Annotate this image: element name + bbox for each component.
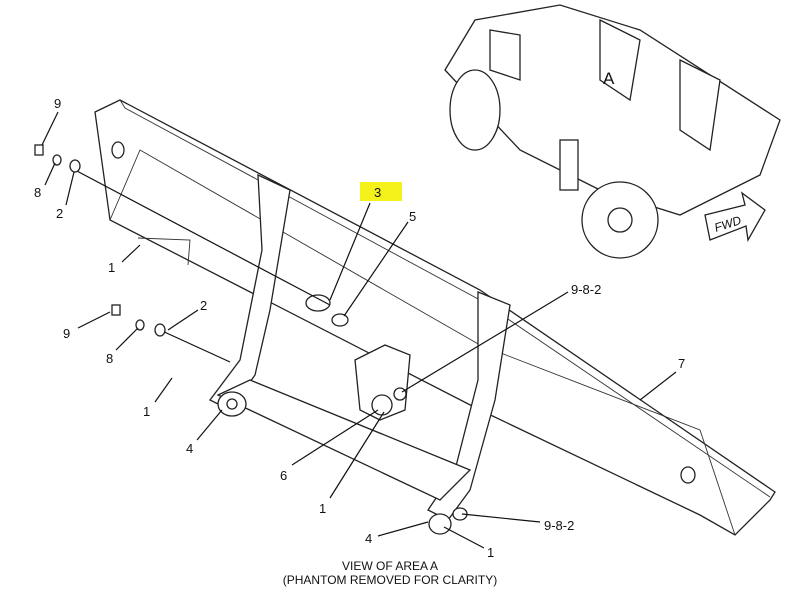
leader-lines — [41, 111, 677, 549]
callout-9: 9 — [54, 96, 61, 111]
callout-8: 8 — [34, 185, 41, 200]
callout-6: 6 — [280, 468, 287, 483]
callout-1: 1 — [143, 404, 150, 419]
callout-8: 8 — [106, 351, 113, 366]
callout-3-highlight — [360, 182, 402, 201]
callout-9-8-2: 9-8-2 — [544, 518, 574, 533]
inset-view-area-a: A FWD — [444, 4, 781, 259]
caption-line-2: (PHANTOM REMOVED FOR CLARITY) — [283, 573, 497, 587]
callout-1: 1 — [108, 260, 115, 275]
fwd-arrow-icon — [704, 191, 766, 242]
callout-2: 2 — [200, 298, 207, 313]
main-frame-beam — [74, 99, 776, 536]
callout-1: 1 — [319, 501, 326, 516]
callout-7: 7 — [678, 356, 685, 371]
fasteners — [34, 144, 191, 337]
callout-labels: 9 8 2 1 9 8 2 1 4 3 5 9-8-2 7 6 1 4 9-8-… — [34, 96, 685, 560]
inset-area-label: A — [603, 69, 615, 88]
callout-5: 5 — [409, 209, 416, 224]
callout-4: 4 — [365, 531, 372, 546]
callout-2: 2 — [56, 206, 63, 221]
callout-3: 3 — [374, 185, 381, 200]
callout-1: 1 — [487, 545, 494, 560]
callout-9: 9 — [63, 326, 70, 341]
caption-line-1: VIEW OF AREA A — [342, 559, 438, 573]
callout-9-8-2: 9-8-2 — [571, 282, 601, 297]
callout-4: 4 — [186, 441, 193, 456]
